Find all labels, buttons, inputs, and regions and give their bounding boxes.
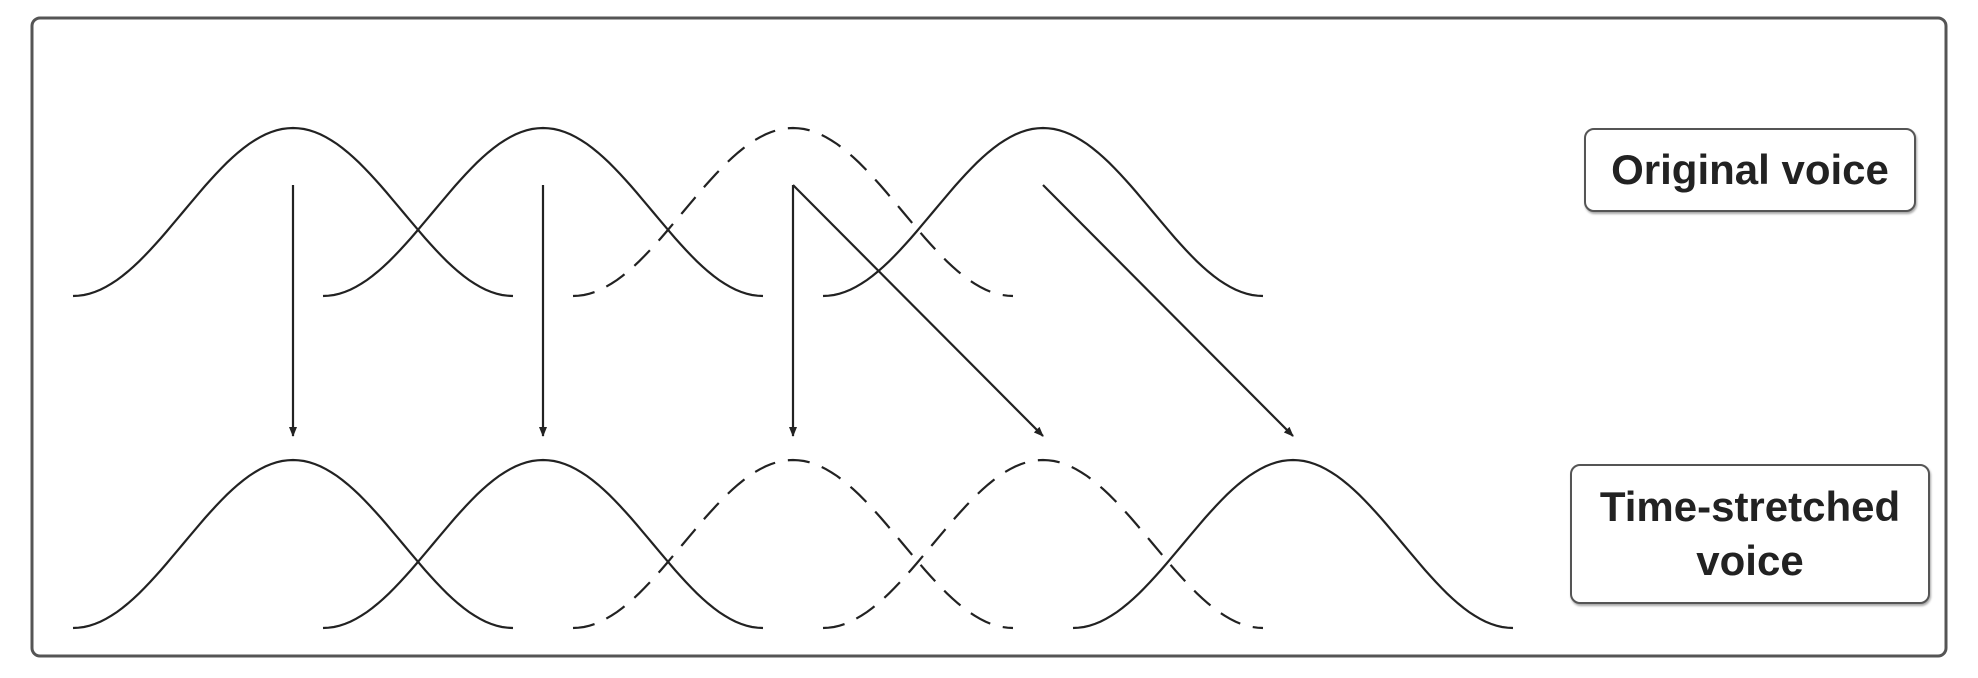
time-stretched-voice-label: Time-stretched voice — [1570, 464, 1930, 604]
stretched-pulse-3 — [572, 458, 1014, 630]
time-stretched-voice-row — [72, 458, 1514, 630]
original-voice-row — [72, 126, 1264, 298]
mapping-arrow-3-to-4 — [792, 184, 1044, 437]
original-pulse-2 — [322, 126, 764, 298]
stretched-pulse-5 — [1072, 458, 1514, 630]
outer-frame — [30, 16, 1948, 658]
stretched-pulse-1 — [72, 458, 514, 630]
mapping-arrow-4-to-5 — [1042, 184, 1294, 437]
stretched-pulse-2 — [322, 458, 764, 630]
original-voice-label-text: Original voice — [1611, 146, 1889, 193]
mapping-arrows — [289, 184, 1294, 437]
original-pulse-3 — [572, 126, 1014, 298]
original-pulse-1 — [72, 126, 514, 298]
time-stretched-label-line2: voice — [1696, 537, 1804, 584]
original-pulse-4 — [822, 126, 1264, 298]
original-voice-label: Original voice — [1584, 128, 1916, 212]
time-stretched-label-line1: Time-stretched — [1599, 483, 1901, 530]
stretched-pulse-4 — [822, 458, 1264, 630]
